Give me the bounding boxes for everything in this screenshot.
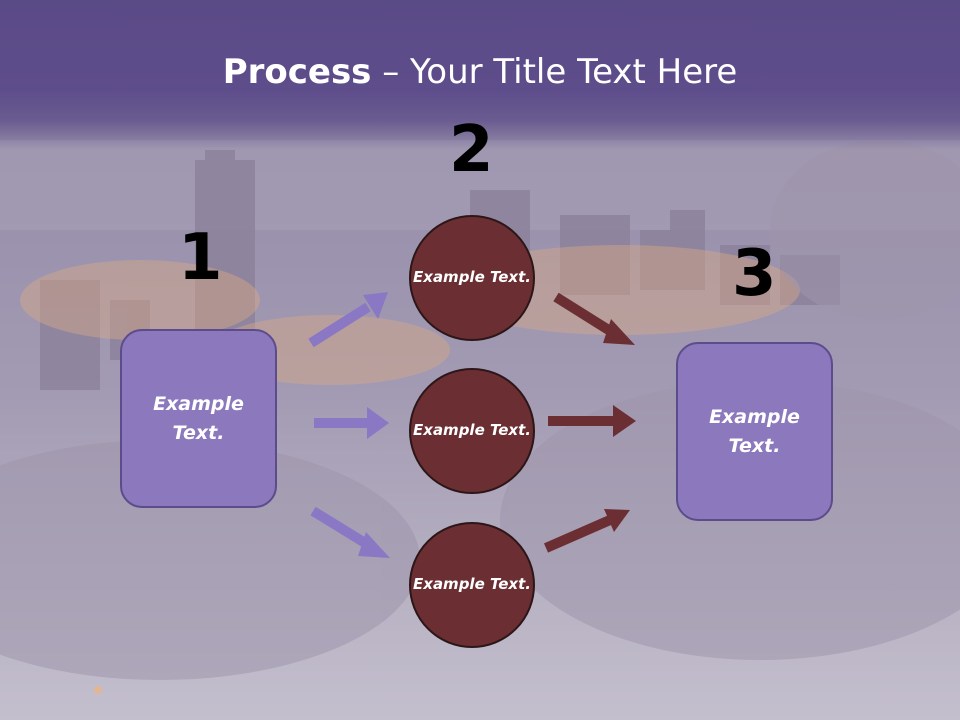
title-rest: – Your Title Text Here (371, 52, 738, 92)
arrow-purple-down (310, 506, 390, 558)
process-circle-middle[interactable]: Example Text. (409, 368, 535, 494)
circle-bottom-text: Example Text. (413, 575, 531, 594)
right-process-box[interactable]: Example Text. (676, 342, 833, 521)
process-circle-bottom[interactable]: Example Text. (409, 522, 535, 648)
title-bar (0, 0, 960, 150)
circle-middle-text: Example Text. (413, 421, 531, 440)
left-box-text: Example Text. (153, 393, 244, 444)
step-number-1: 1 (178, 221, 223, 295)
step-number-3: 3 (732, 237, 777, 311)
step-number-2: 2 (449, 113, 494, 187)
arrow-purple-right (314, 407, 389, 439)
arrow-red-up (543, 509, 630, 553)
process-circle-top[interactable]: Example Text. (409, 215, 535, 341)
title-bold: Process (222, 52, 372, 92)
arrow-red-right (548, 405, 636, 437)
arrow-purple-up (308, 292, 388, 348)
circle-top-text: Example Text. (413, 268, 531, 287)
left-process-box[interactable]: Example Text. (120, 329, 277, 508)
right-box-text: Example Text. (709, 406, 800, 457)
arrow-red-down (553, 292, 635, 345)
slide-title: Process – Your Title Text Here (0, 52, 960, 92)
